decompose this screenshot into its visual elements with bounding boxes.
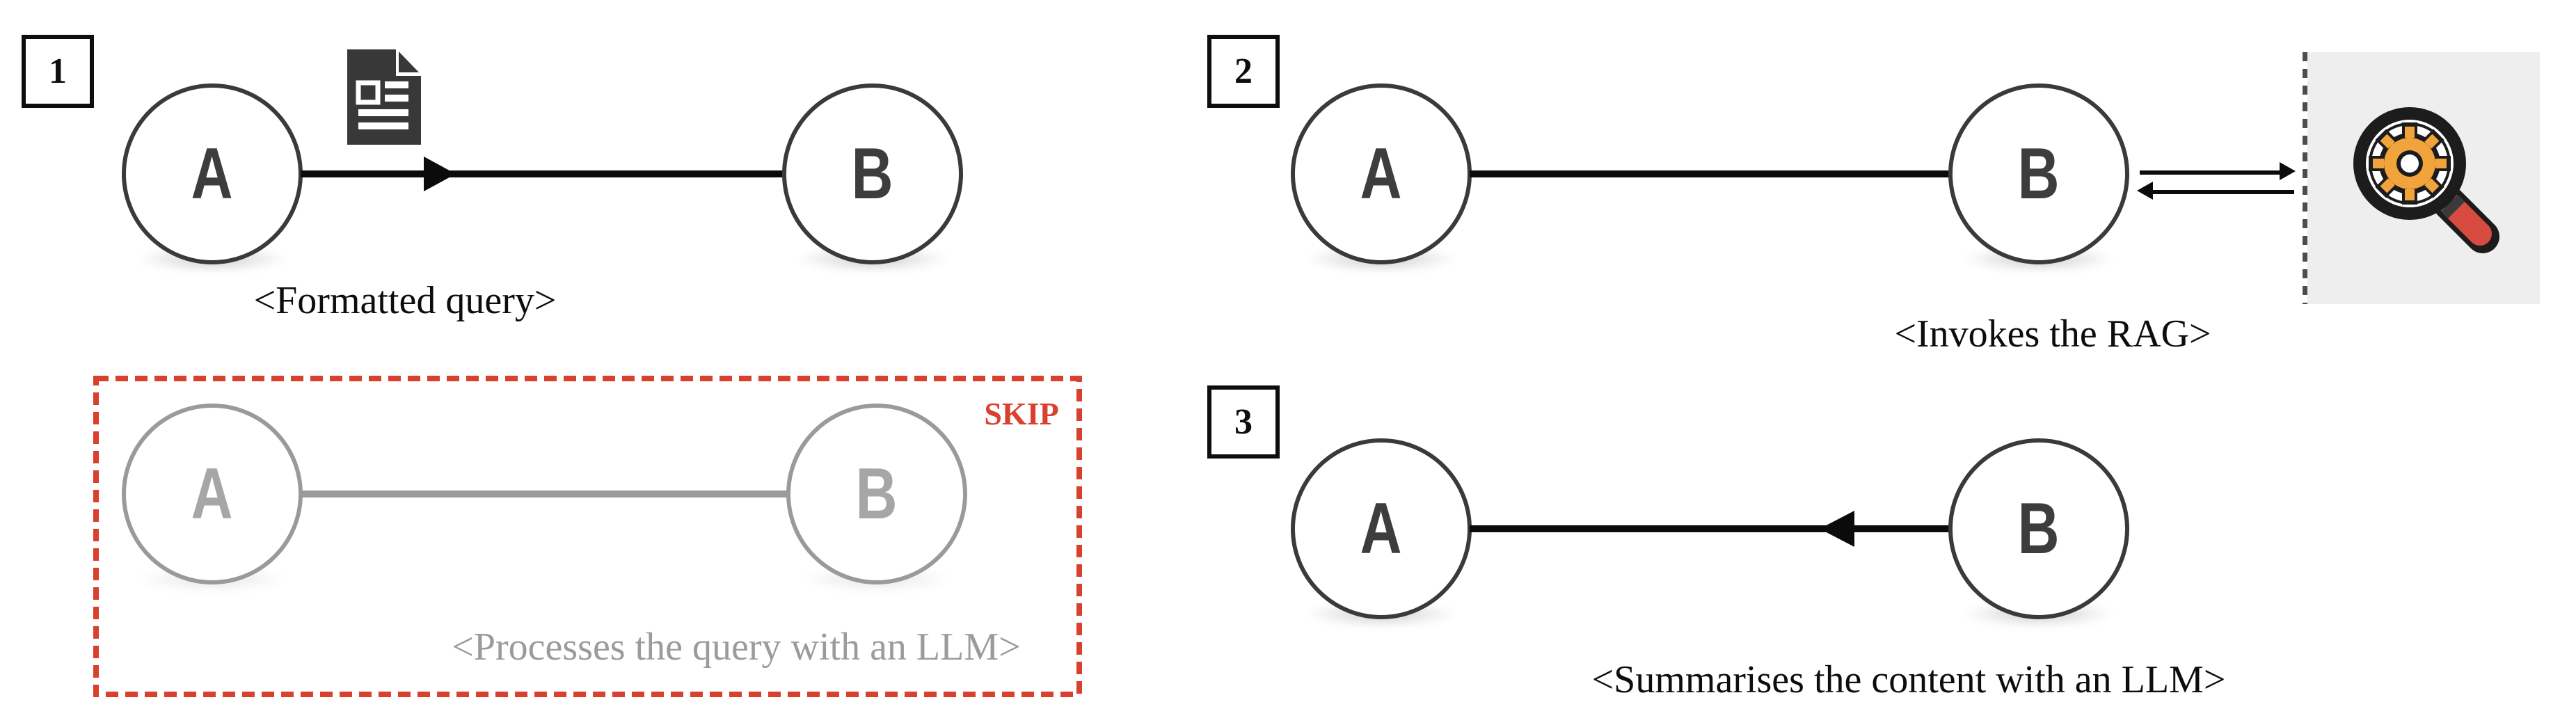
node-b-label: B: [855, 453, 898, 534]
node-a-circle: A: [1291, 438, 1472, 619]
rag-search-gear-icon: [2353, 107, 2499, 253]
skip-dashed-border: [93, 376, 1082, 697]
skip-caption: <Processes the query with an LLM>: [452, 626, 1021, 669]
node-a-label: A: [191, 133, 234, 214]
right-arrowhead-icon: [2280, 162, 2296, 180]
left-arrowhead-icon: [1820, 511, 1854, 547]
step-number: 3: [1234, 402, 1253, 442]
node-a-circle: A: [122, 83, 303, 264]
node-b-label: B: [2017, 133, 2060, 214]
b-to-a-connector: [1470, 525, 1950, 532]
a-to-b-connector: [1470, 170, 1950, 177]
document-icon: [347, 49, 421, 145]
node-b-label: B: [851, 133, 894, 214]
node-b-circle: B: [782, 83, 963, 264]
step-3-caption: <Summarises the content with an LLM>: [1591, 658, 2226, 701]
rag-response-arrow-line: [2153, 190, 2294, 194]
step-number: 2: [1234, 51, 1253, 91]
node-a-label: A: [1360, 133, 1403, 214]
a-to-b-connector: [301, 170, 785, 177]
panel-dashed-separator: [2303, 52, 2307, 304]
node-a-label: A: [191, 453, 234, 534]
node-a-circle: A: [122, 404, 303, 584]
step-3-number-badge: 3: [1207, 385, 1280, 459]
left-arrowhead-icon: [2137, 182, 2153, 200]
step-2-caption: <Invokes the RAG>: [1894, 312, 2211, 356]
step-1-number-badge: 1: [22, 35, 94, 108]
right-arrowhead-icon: [424, 157, 456, 191]
step-2-number-badge: 2: [1207, 35, 1280, 108]
step-number: 1: [49, 51, 67, 91]
rag-request-arrow-line: [2140, 170, 2281, 175]
node-b-label: B: [2017, 488, 2060, 569]
skip-badge: SKIP: [984, 396, 1059, 431]
node-b-circle: B: [1948, 83, 2129, 264]
node-b-circle: B: [1948, 438, 2129, 619]
node-a-circle: A: [1291, 83, 1472, 264]
node-a-label: A: [1360, 488, 1403, 569]
step-1-caption: <Formatted query>: [253, 279, 557, 322]
a-to-b-connector: [301, 491, 788, 497]
node-b-circle: B: [786, 404, 967, 584]
